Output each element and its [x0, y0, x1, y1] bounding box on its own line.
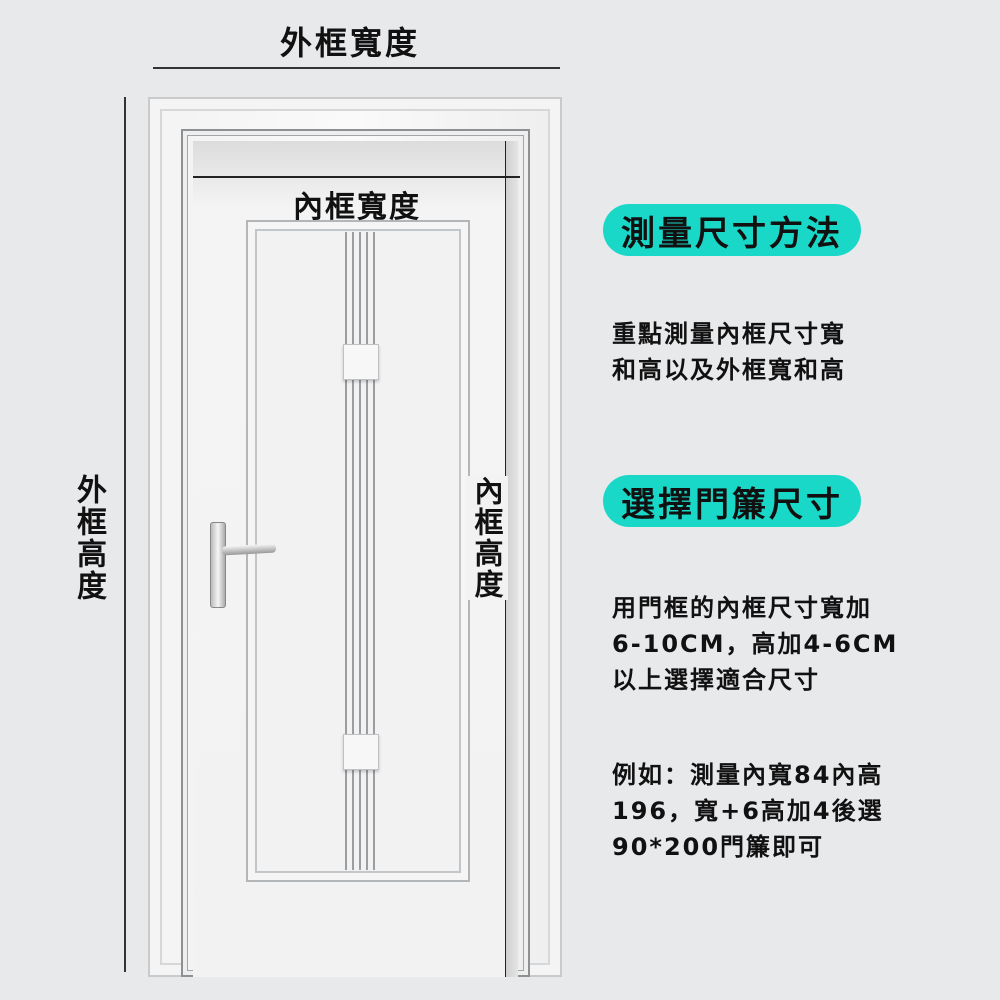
- inner-width-label: 內框寬度: [293, 190, 421, 225]
- text-line: 以上選擇適合尺寸: [612, 666, 820, 694]
- door-handle-plate: [210, 522, 226, 608]
- inner-width-line: [193, 176, 520, 178]
- text-line: 196，寬+6高加4後選: [612, 797, 884, 825]
- example-text: 例如：測量內寬84內高 196，寬+6高加4後選 90*200門簾即可: [612, 757, 884, 865]
- measure-method-text: 重點測量內框尺寸寬 和高以及外框寬和高: [612, 316, 846, 388]
- outer-height-label: 外框高度: [71, 474, 106, 602]
- inner-height-label: 內框高度: [466, 476, 508, 600]
- text-line: 6-10CM，高加4-6CM: [612, 630, 899, 658]
- text-line: 重點測量內框尺寸寬: [612, 320, 846, 348]
- choose-size-text: 用門框的內框尺寸寬加 6-10CM，高加4-6CM 以上選擇適合尺寸: [612, 590, 898, 698]
- text-line: 90*200門簾即可: [612, 833, 825, 861]
- section-title-measure-method: 測量尺寸方法: [603, 204, 861, 256]
- outer-height-line: [124, 97, 126, 972]
- text-line: 和高以及外框寬和高: [612, 356, 846, 384]
- text-line: 用門框的內框尺寸寬加: [612, 594, 872, 622]
- outer-width-label: 外框寬度: [280, 24, 421, 62]
- outer-width-line: [153, 67, 560, 69]
- text-line: 例如：測量內寬84內高: [612, 761, 884, 789]
- section-title-choose-size: 選擇門簾尺寸: [603, 475, 861, 527]
